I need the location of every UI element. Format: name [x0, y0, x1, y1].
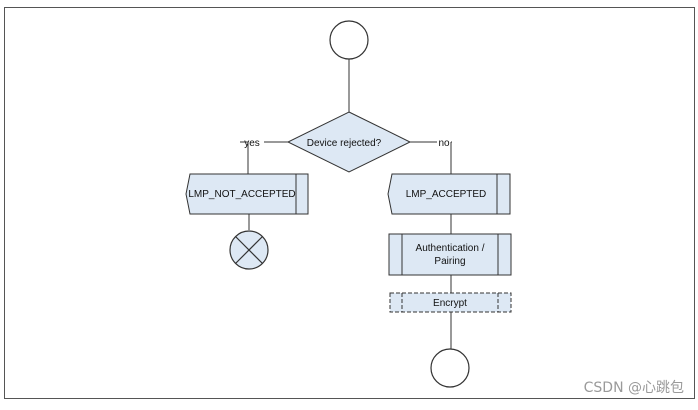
lmp-not-accepted-label: LMP_NOT_ACCEPTED	[188, 189, 295, 200]
terminate-x-stroke-2	[235, 236, 263, 264]
branch-yes-label: yes	[244, 138, 260, 149]
start-node	[329, 20, 369, 60]
encrypt-label: Encrypt	[433, 298, 467, 309]
branch-no-label: no	[438, 138, 450, 149]
watermark-text: CSDN @心跳包	[584, 380, 684, 396]
auth-label-line1: Authentication /	[416, 243, 485, 254]
lmp-accepted-label: LMP_ACCEPTED	[406, 189, 487, 200]
decision-label: Device rejected?	[307, 138, 382, 149]
auth-pairing-node	[388, 233, 512, 276]
end-node	[430, 348, 470, 388]
decision-diamond	[286, 111, 412, 173]
auth-label-line2: Pairing	[434, 256, 465, 267]
